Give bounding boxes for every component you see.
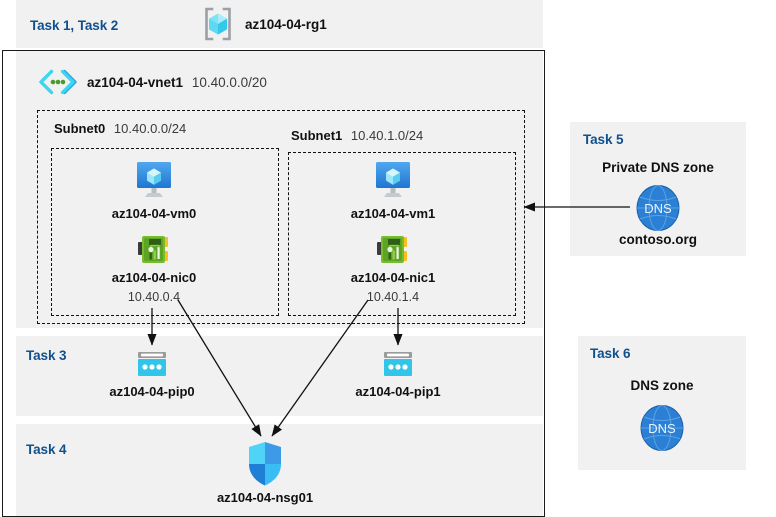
network-interface-icon	[376, 234, 410, 266]
network-security-group-icon	[245, 440, 285, 488]
subnet1-name: Subnet1	[291, 128, 343, 143]
task-label-6: Task 6	[590, 346, 631, 361]
vnet-name: az104-04-vnet1	[87, 75, 184, 90]
vnet-address-space: 10.40.0.0/20	[191, 75, 267, 90]
public-ip-address-icon	[134, 350, 170, 380]
virtual-machine-icon	[131, 160, 177, 200]
resource-group-header-panel	[16, 0, 543, 48]
nic1-ip: 10.40.1.4	[366, 290, 420, 304]
dns-zone-title: DNS zone	[630, 378, 694, 393]
public-ip-address-icon	[380, 350, 416, 380]
resource-group-name: az104-04-rg1	[245, 17, 327, 32]
private-dns-zone-title: Private DNS zone	[602, 160, 714, 175]
vm1-label: az104-04-vm1	[350, 206, 436, 221]
virtual-machine-icon	[370, 160, 416, 200]
dns-zone-icon: DNS	[638, 404, 686, 452]
private-dns-zone-name: contoso.org	[619, 232, 697, 247]
subnet0-name: Subnet0	[54, 121, 106, 136]
dns-zone-icon: DNS	[634, 184, 682, 232]
dns-icon-text: DNS	[648, 421, 676, 436]
resource-group-icon	[200, 6, 236, 42]
task-label-3: Task 3	[26, 348, 67, 363]
pip1-label: az104-04-pip1	[355, 384, 441, 399]
nic0-ip: 10.40.0.4	[127, 290, 181, 304]
public-ip-panel	[16, 336, 543, 416]
pip0-label: az104-04-pip0	[109, 384, 195, 399]
subnet0-header: Subnet0 10.40.0.0/24	[54, 121, 186, 136]
virtual-network-icon	[38, 69, 78, 95]
task-label-4: Task 4	[26, 442, 67, 457]
vnet-header: az104-04-vnet1 10.40.0.0/20	[87, 75, 267, 90]
nsg-label: az104-04-nsg01	[216, 490, 314, 505]
nic1-label: az104-04-nic1	[350, 270, 436, 285]
nic0-label: az104-04-nic0	[111, 270, 197, 285]
vm0-label: az104-04-vm0	[111, 206, 197, 221]
task-label-5: Task 5	[583, 132, 624, 147]
vnet-panel	[16, 50, 543, 328]
subnet1-cidr: 10.40.1.0/24	[350, 128, 424, 143]
task-label-1-2: Task 1, Task 2	[30, 18, 119, 33]
network-interface-icon	[137, 234, 171, 266]
subnet1-box	[288, 152, 516, 316]
subnet1-header: Subnet1 10.40.1.0/24	[291, 128, 423, 143]
subnet0-cidr: 10.40.0.0/24	[113, 121, 187, 136]
dns-icon-text: DNS	[644, 201, 672, 216]
subnet0-box	[51, 148, 279, 316]
